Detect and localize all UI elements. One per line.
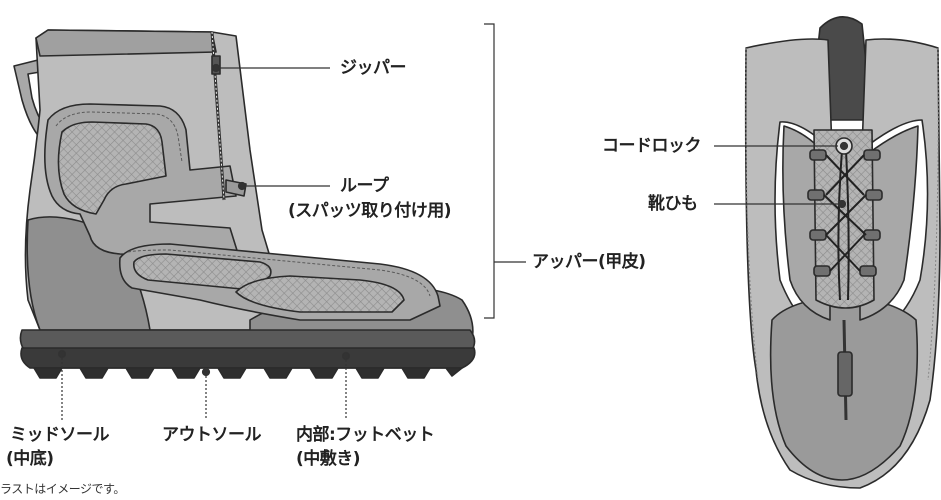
label-insole-sub: (中敷き) [296, 449, 361, 469]
label-loop: ループ [340, 176, 389, 196]
label-upper: アッパー(甲皮) [532, 252, 646, 272]
mesh-panel-1 [57, 121, 167, 215]
front-zipper-pull [837, 351, 853, 397]
collar-top [35, 29, 217, 57]
label-midsole: ミッドソール [10, 425, 110, 445]
label-insole: 内部:フットベット [296, 425, 435, 445]
outsole-band [20, 347, 476, 369]
midsole-band [19, 329, 476, 351]
leader-lines [57, 23, 849, 420]
boot-side-view [13, 29, 476, 379]
label-cord-lock: コードロック [602, 136, 702, 156]
label-outsole: アウトソール [162, 425, 262, 445]
mesh-panel-2 [132, 253, 272, 291]
label-zipper: ジッパー [340, 58, 407, 78]
footnote: ラストはイメージです。 [0, 482, 125, 496]
label-loop-purpose: (スパッツ取り付け用) [288, 201, 452, 221]
outsole-lugs [33, 367, 463, 379]
boot-front-view [744, 16, 941, 489]
label-midsole-sub: (中底) [6, 449, 54, 469]
mesh-panel-3 [235, 275, 405, 313]
label-shoelace: 靴ひも [648, 194, 698, 214]
lacing-mesh [813, 129, 875, 309]
